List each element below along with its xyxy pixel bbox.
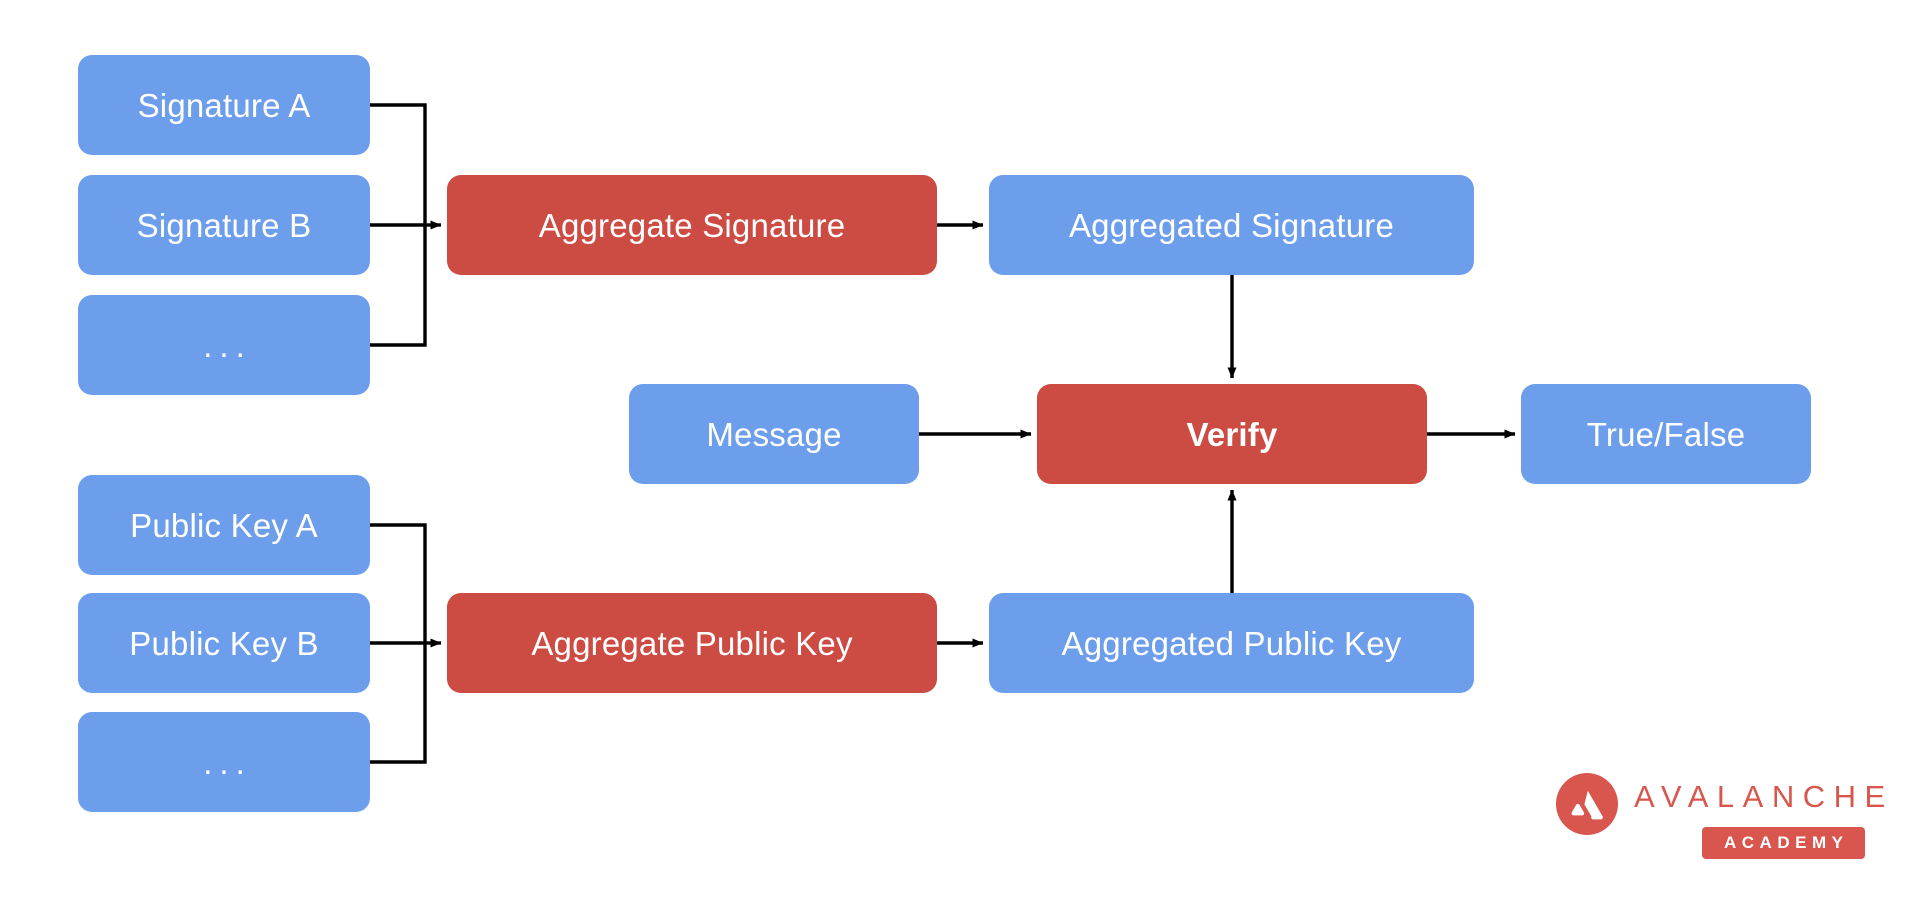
avalanche-triangle-icon [1571, 790, 1603, 819]
node-label: Aggregate Public Key [531, 624, 853, 662]
node-aggregated-signature[interactable]: Aggregated Signature [989, 175, 1474, 275]
node-public-key-a[interactable]: Public Key A [78, 475, 370, 575]
avalanche-logo-icon [1556, 773, 1618, 835]
node-label: ... [203, 326, 252, 364]
node-signature-a[interactable]: Signature A [78, 55, 370, 155]
node-label: Public Key B [129, 624, 319, 662]
node-label: Aggregated Signature [1068, 206, 1395, 244]
node-verify[interactable]: Verify [1037, 384, 1427, 484]
node-label: Verify [1186, 415, 1278, 453]
edge-public-keys-to-aggregate [370, 523, 442, 764]
node-signature-more[interactable]: ... [78, 295, 370, 395]
edge-signatures-to-aggregate [370, 103, 442, 347]
node-label: Message [706, 415, 842, 453]
node-label: Aggregate Signature [538, 206, 846, 244]
node-label: Public Key A [130, 506, 318, 544]
node-label: Aggregated Public Key [1061, 624, 1402, 662]
avalanche-academy-logo: AVALANCHE ACADEMY [1556, 773, 1886, 865]
node-true-false[interactable]: True/False [1521, 384, 1811, 484]
node-aggregate-public-key[interactable]: Aggregate Public Key [447, 593, 937, 693]
node-label: True/False [1586, 415, 1746, 453]
node-label: ... [203, 743, 252, 781]
logo-academy-badge: ACADEMY [1702, 827, 1866, 859]
node-aggregated-public-key[interactable]: Aggregated Public Key [989, 593, 1474, 693]
node-label: Signature B [136, 206, 312, 244]
logo-wordmark: AVALANCHE [1634, 779, 1894, 814]
node-public-key-b[interactable]: Public Key B [78, 593, 370, 693]
node-aggregate-signature[interactable]: Aggregate Signature [447, 175, 937, 275]
node-message[interactable]: Message [629, 384, 919, 484]
node-label: Signature A [137, 86, 311, 124]
node-public-key-more[interactable]: ... [78, 712, 370, 812]
node-signature-b[interactable]: Signature B [78, 175, 370, 275]
